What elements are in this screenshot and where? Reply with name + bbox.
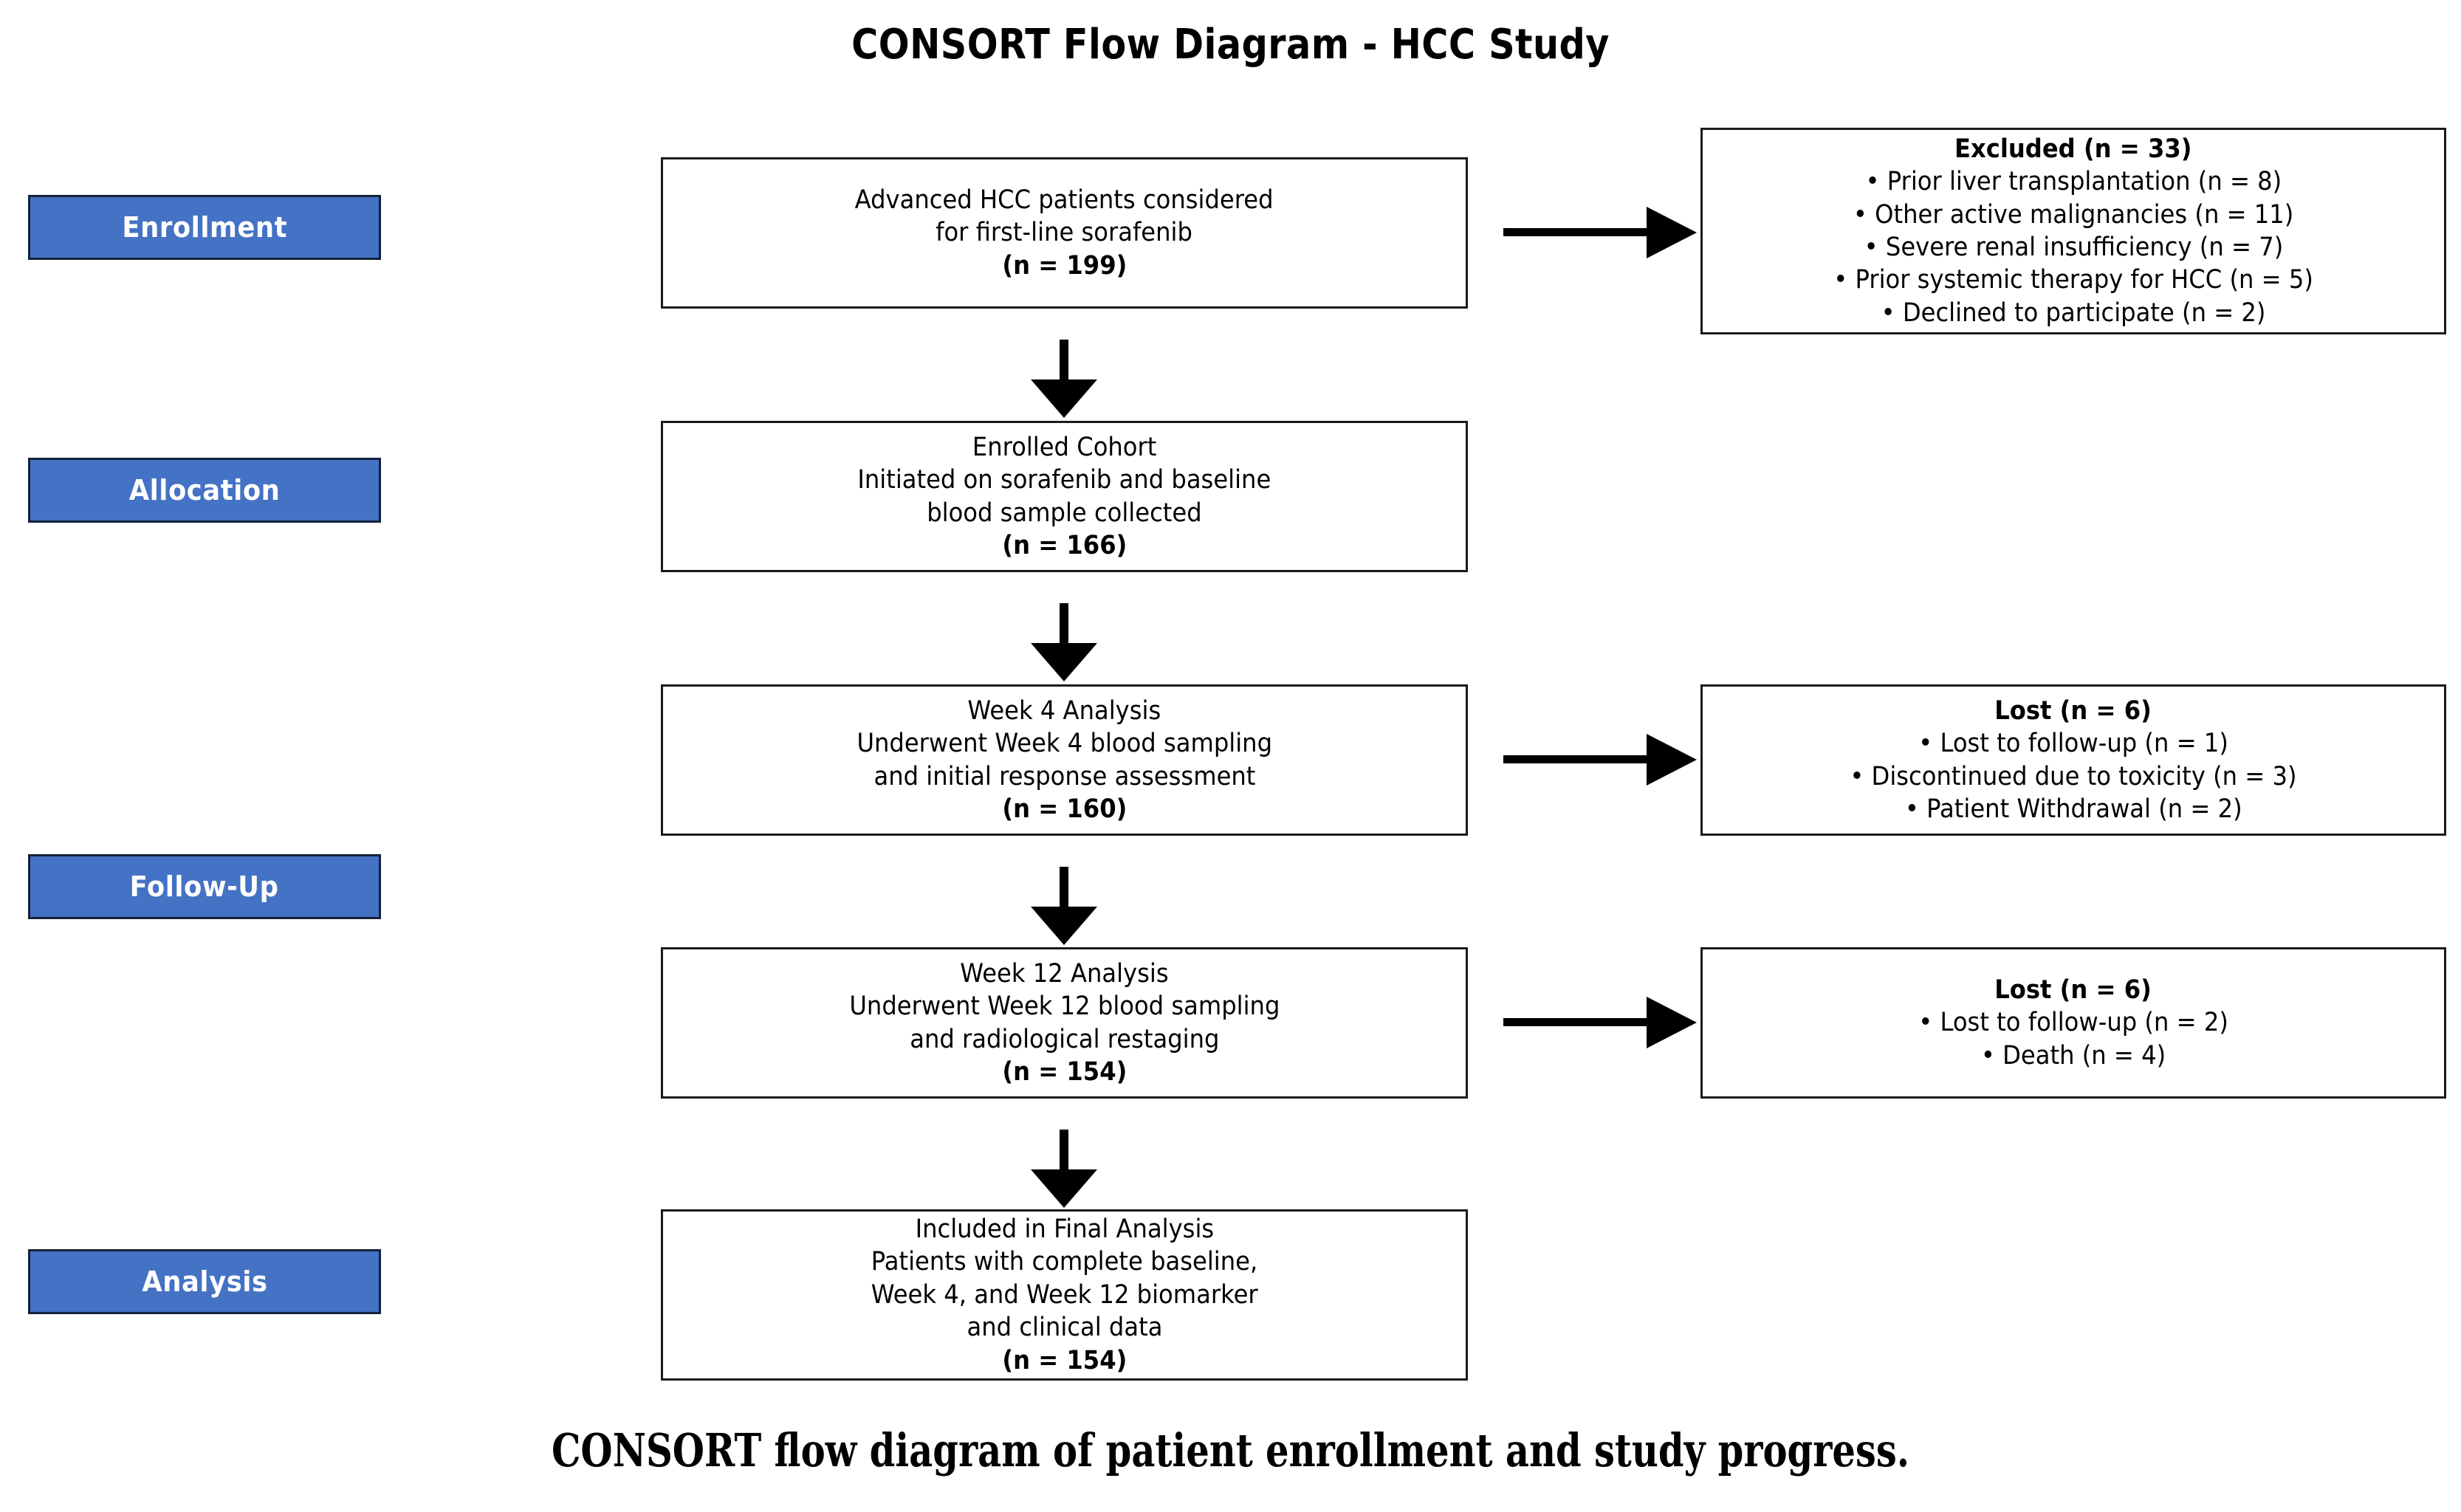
arrow-down-week4-to-week12	[1031, 867, 1097, 945]
flow-box-bullet: • Prior systemic therapy for HCC (n = 5)	[1833, 265, 2313, 295]
stage-label-text: Enrollment	[122, 211, 287, 244]
flow-box-heading: Excluded (n = 33)	[1954, 134, 2192, 164]
flow-box-bullet: • Lost to follow-up (n = 2)	[1918, 1008, 2228, 1038]
flow-box-count: (n = 154)	[1002, 1345, 1127, 1375]
flow-box-line: Included in Final Analysis	[915, 1214, 1214, 1244]
flow-box-week12: Week 12 Analysis Underwent Week 12 blood…	[661, 947, 1468, 1099]
flow-box-line: Underwent Week 4 blood sampling	[857, 729, 1272, 759]
flow-box-line: and radiological restaging	[909, 1024, 1220, 1054]
flow-box-bullet: • Other active malignancies (n = 11)	[1853, 199, 2294, 230]
flow-box-excluded: Excluded (n = 33) • Prior liver transpla…	[1700, 128, 2446, 334]
flow-box-count: (n = 154)	[1002, 1056, 1127, 1087]
flow-box-lost-week4: Lost (n = 6) • Lost to follow-up (n = 1)…	[1700, 684, 2446, 836]
arrow-right-to-lost-week4	[1503, 734, 1697, 786]
arrow-down-enrolled-to-week4	[1031, 603, 1097, 681]
stage-label-text: Allocation	[128, 474, 281, 506]
flow-box-line: Underwent Week 12 blood sampling	[848, 992, 1280, 1022]
stage-label-follow-up: Follow-Up	[28, 854, 381, 919]
flow-box-screened: Advanced HCC patients considered for fir…	[661, 157, 1468, 309]
flow-box-line: for first-line sorafenib	[936, 218, 1193, 248]
arrow-right-to-excluded	[1503, 207, 1697, 258]
stage-label-text: Analysis	[141, 1265, 268, 1298]
stage-label-enrollment: Enrollment	[28, 195, 381, 260]
flow-box-heading: Lost (n = 6)	[1994, 975, 2152, 1005]
page-title: CONSORT Flow Diagram - HCC Study	[851, 21, 1610, 69]
flow-box-count: (n = 160)	[1002, 794, 1127, 824]
flow-box-line: Enrolled Cohort	[972, 432, 1157, 462]
flow-box-bullet: • Severe renal insufficiency (n = 7)	[1864, 233, 2283, 262]
stage-label-text: Follow-Up	[130, 870, 279, 903]
flow-box-bullet: • Prior liver transplantation (n = 8)	[1865, 167, 2282, 197]
arrow-down-week12-to-final	[1031, 1130, 1097, 1208]
arrow-down-screened-to-enrolled	[1031, 340, 1097, 418]
flow-box-bullet: • Death (n = 4)	[1980, 1040, 2166, 1071]
flow-box-line: Patients with complete baseline,	[871, 1247, 1258, 1277]
flow-box-bullet: • Discontinued due to toxicity (n = 3)	[1850, 761, 2297, 791]
arrow-right-to-lost-week12	[1503, 997, 1697, 1048]
flow-box-bullet: • Patient Withdrawal (n = 2)	[1904, 794, 2242, 824]
flow-box-count: (n = 166)	[1002, 530, 1127, 560]
flow-box-line: Week 4 Analysis	[967, 695, 1161, 726]
flow-box-line: Initiated on sorafenib and baseline	[857, 465, 1271, 495]
flow-box-heading: Lost (n = 6)	[1994, 695, 2152, 726]
flow-box-line: and initial response assessment	[873, 761, 1255, 791]
flow-box-line: Week 4, and Week 12 biomarker	[871, 1279, 1258, 1310]
flow-box-week4: Week 4 Analysis Underwent Week 4 blood s…	[661, 684, 1468, 836]
flow-box-enrolled: Enrolled Cohort Initiated on sorafenib a…	[661, 421, 1468, 572]
stage-label-analysis: Analysis	[28, 1249, 381, 1314]
flow-box-bullet: • Lost to follow-up (n = 1)	[1918, 729, 2228, 759]
flow-box-count: (n = 199)	[1002, 250, 1127, 281]
flow-box-line: Advanced HCC patients considered	[855, 185, 1274, 215]
flow-box-line: Week 12 Analysis	[960, 958, 1169, 989]
flow-box-final-analysis: Included in Final Analysis Patients with…	[661, 1209, 1468, 1381]
stage-label-allocation: Allocation	[28, 458, 381, 523]
flow-box-line: and clinical data	[967, 1313, 1162, 1343]
flow-box-bullet: • Declined to participate (n = 2)	[1881, 298, 2266, 328]
flow-box-lost-week12: Lost (n = 6) • Lost to follow-up (n = 2)…	[1700, 947, 2446, 1099]
flow-box-line: blood sample collected	[927, 498, 1202, 528]
figure-caption: CONSORT flow diagram of patient enrollme…	[551, 1423, 1910, 1477]
